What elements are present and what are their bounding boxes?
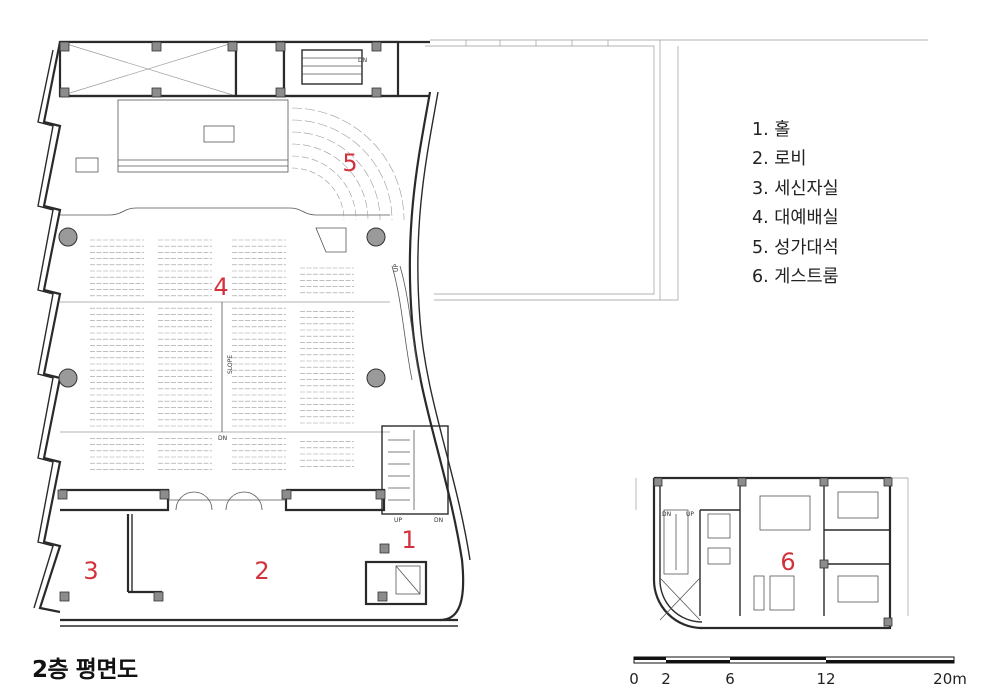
scale-label: 2 bbox=[661, 670, 671, 688]
legend-item-sanctuary: 4. 대예배실 bbox=[752, 208, 839, 229]
choir-seating bbox=[291, 107, 405, 221]
roof-terrace-outline bbox=[425, 39, 928, 301]
scale-label: 6 bbox=[725, 670, 735, 688]
up-label: UP bbox=[686, 511, 694, 518]
room-number-2: 2 bbox=[254, 557, 269, 585]
room-number-5: 5 bbox=[342, 149, 357, 177]
up-label: UP bbox=[393, 264, 400, 272]
pew-seating bbox=[90, 239, 354, 470]
plan-title: 2층 평면도 bbox=[32, 657, 138, 683]
slope-label: SLOPE bbox=[227, 355, 234, 374]
room-numbers: 1 2 3 4 5 6 bbox=[83, 149, 795, 585]
room-number-6: 6 bbox=[780, 548, 795, 576]
legend-item-choir: 5. 성가대석 bbox=[752, 237, 839, 258]
legend-item-guest-room: 6. 게스트룸 bbox=[752, 267, 839, 288]
legend-item-vestry: 3. 세신자실 bbox=[752, 178, 839, 199]
guest-building-walls bbox=[635, 476, 909, 630]
down-label: DN bbox=[358, 57, 367, 64]
down-label: DN bbox=[218, 435, 227, 442]
room-number-3: 3 bbox=[83, 557, 98, 585]
scale-label: 12 bbox=[816, 670, 836, 688]
room-legend: 1. 홀 2. 로비 3. 세신자실 4. 대예배실 5. 성가대석 6. 게스… bbox=[752, 116, 839, 292]
room-number-4: 4 bbox=[213, 273, 228, 301]
up-label: UP bbox=[394, 517, 402, 524]
legend-item-lobby: 2. 로비 bbox=[752, 149, 807, 170]
room-number-1: 1 bbox=[401, 526, 416, 554]
scale-bar bbox=[633, 656, 955, 664]
legend-item-hall: 1. 홀 bbox=[752, 120, 791, 140]
annotations: DN UP SLOPE DN UP DN DN UP bbox=[218, 57, 694, 524]
columns bbox=[57, 41, 390, 602]
down-label: DN bbox=[434, 517, 443, 524]
main-building-walls bbox=[33, 40, 471, 627]
scale-label: 0 bbox=[629, 670, 639, 688]
scale-label: 20m bbox=[933, 670, 967, 688]
down-label: DN bbox=[662, 511, 671, 518]
